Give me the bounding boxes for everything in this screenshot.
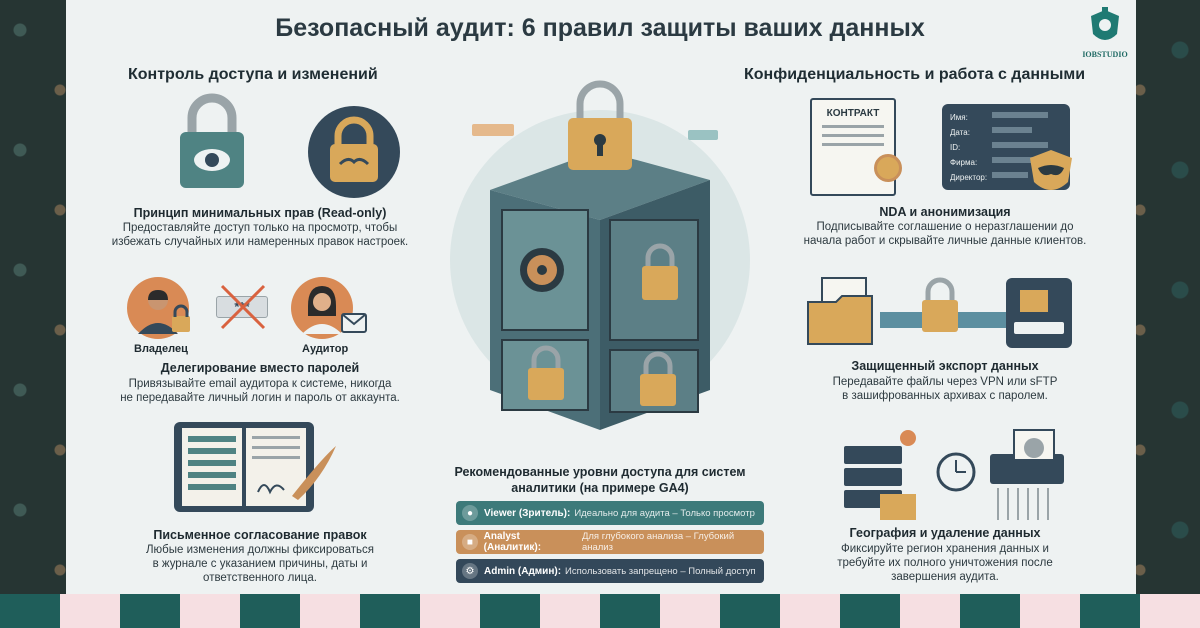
levels-title-line: Рекомендованные уровни доступа для систе… (454, 465, 746, 479)
rule-export-title: Защищенный экспорт данных (851, 359, 1039, 373)
rule-nda-desc: Подписывайте соглашение о неразглашении … (790, 220, 1100, 248)
eye-lock-icon (180, 93, 244, 188)
crest-icon (1091, 7, 1119, 40)
data-deletion-icon (844, 429, 1064, 520)
gear-icon: ⚙ (462, 563, 478, 579)
page-title: Безопасный аудит: 6 правил защиты ваших … (275, 14, 925, 42)
level-name: Analyst (Аналитик): (483, 531, 542, 553)
mask-shield-icon (1030, 150, 1072, 190)
desc-line: Фиксируйте регион хранения данных и (841, 543, 1049, 555)
desc-line: ответственного лица. (203, 572, 317, 584)
levels-title-line: аналитики (на примере GA4) (511, 481, 689, 495)
desc-line: Подписывайте соглашение о неразглашении … (816, 221, 1074, 233)
logo-text: IOBSTUDIO (1082, 50, 1128, 59)
secure-export-icon (807, 277, 1072, 348)
seal-icon (874, 154, 902, 182)
rule-readonly-title: Принцип минимальных прав (Read-only) (133, 206, 387, 220)
rule-writtenapproval-desc: Любые изменения должны фиксироваться в ж… (110, 543, 410, 585)
right-section-heading: Конфиденциальность и работа с данными (744, 66, 1086, 83)
level-desc: Для глубокого анализа – Глубокий анализ (581, 531, 735, 553)
form-field-id: ID: (950, 143, 961, 152)
form-field-name: Имя: (950, 113, 968, 122)
auditor-label: Аудитор (302, 343, 349, 355)
desc-line: Любые изменения должны фиксироваться (146, 544, 374, 556)
rule-geography-desc: Фиксируйте регион хранения данных и треб… (790, 542, 1100, 584)
level-name: Admin (Админ): (484, 565, 562, 577)
contract-document-icon: КОНТРАКТ (810, 98, 902, 196)
level-desc: Использовать запрещено – Полный доступ (565, 565, 756, 577)
safe-illustration-icon (450, 80, 750, 430)
rule-readonly-desc: Предоставляйте доступ только на просмотр… (110, 221, 410, 249)
access-level-admin: ⚙ Admin (Админ): Использовать запрещено … (456, 559, 764, 583)
checker-border (0, 594, 1200, 628)
rule-nda-title: NDA и анонимизация (879, 205, 1011, 219)
desc-line: в зашифрованных архивах с паролем. (842, 390, 1048, 402)
desc-line: требуйте их полного уничтожения после (837, 557, 1053, 569)
left-section-heading: Контроль доступа и изменений (128, 66, 378, 83)
chart-icon: ■ (462, 534, 478, 550)
auditor-avatar-icon (291, 277, 367, 339)
owner-avatar-icon (127, 277, 190, 339)
brand-logo: IOBSTUDIO (1072, 6, 1138, 76)
level-name: Viewer (Зритель): (484, 507, 571, 519)
rule-geography-title: География и удаление данных (849, 526, 1041, 540)
rule-delegation-desc: Привязывайте email аудитора к системе, н… (110, 377, 410, 405)
rule-export-desc: Передавайте файлы через VPN или sFTP в з… (790, 375, 1100, 403)
contract-label: КОНТРАКТ (826, 108, 880, 119)
form-field-director: Директор: (950, 173, 988, 182)
handshake-lock-icon (308, 106, 400, 198)
desc-line: начала работ и скрывайте личные данные к… (803, 235, 1087, 247)
form-field-firm: Фирма: (950, 158, 978, 167)
desc-line: Предоставляйте доступ только на просмотр… (122, 222, 398, 234)
rule-delegation-title: Делегирование вместо паролей (160, 361, 360, 375)
desc-line: завершения аудита. (891, 571, 999, 583)
desc-line: не передавайте личный логин и пароль от … (120, 392, 400, 404)
cross-icon (220, 284, 266, 330)
access-levels-title: Рекомендованные уровни доступа для систе… (450, 464, 750, 496)
form-field-date: Дата: (950, 128, 970, 137)
owner-label: Владелец (134, 343, 188, 355)
rule-writtenapproval-title: Письменное согласование правок (153, 528, 367, 542)
desc-line: в журнале с указанием причины, даты и (152, 558, 368, 570)
journal-icon (174, 422, 336, 512)
access-level-analyst: ■ Analyst (Аналитик): Для глубокого анал… (456, 530, 764, 554)
level-desc: Идеально для аудита – Только просмотр (574, 507, 755, 519)
desc-line: Привязывайте email аудитора к системе, н… (128, 378, 392, 390)
desc-line: избежать случайных или намеренных правок… (111, 236, 409, 248)
access-level-viewer: ● Viewer (Зритель): Идеально для аудита … (456, 501, 764, 525)
desc-line: Передавайте файлы через VPN или sFTP (832, 376, 1058, 388)
user-icon: ● (462, 505, 478, 521)
